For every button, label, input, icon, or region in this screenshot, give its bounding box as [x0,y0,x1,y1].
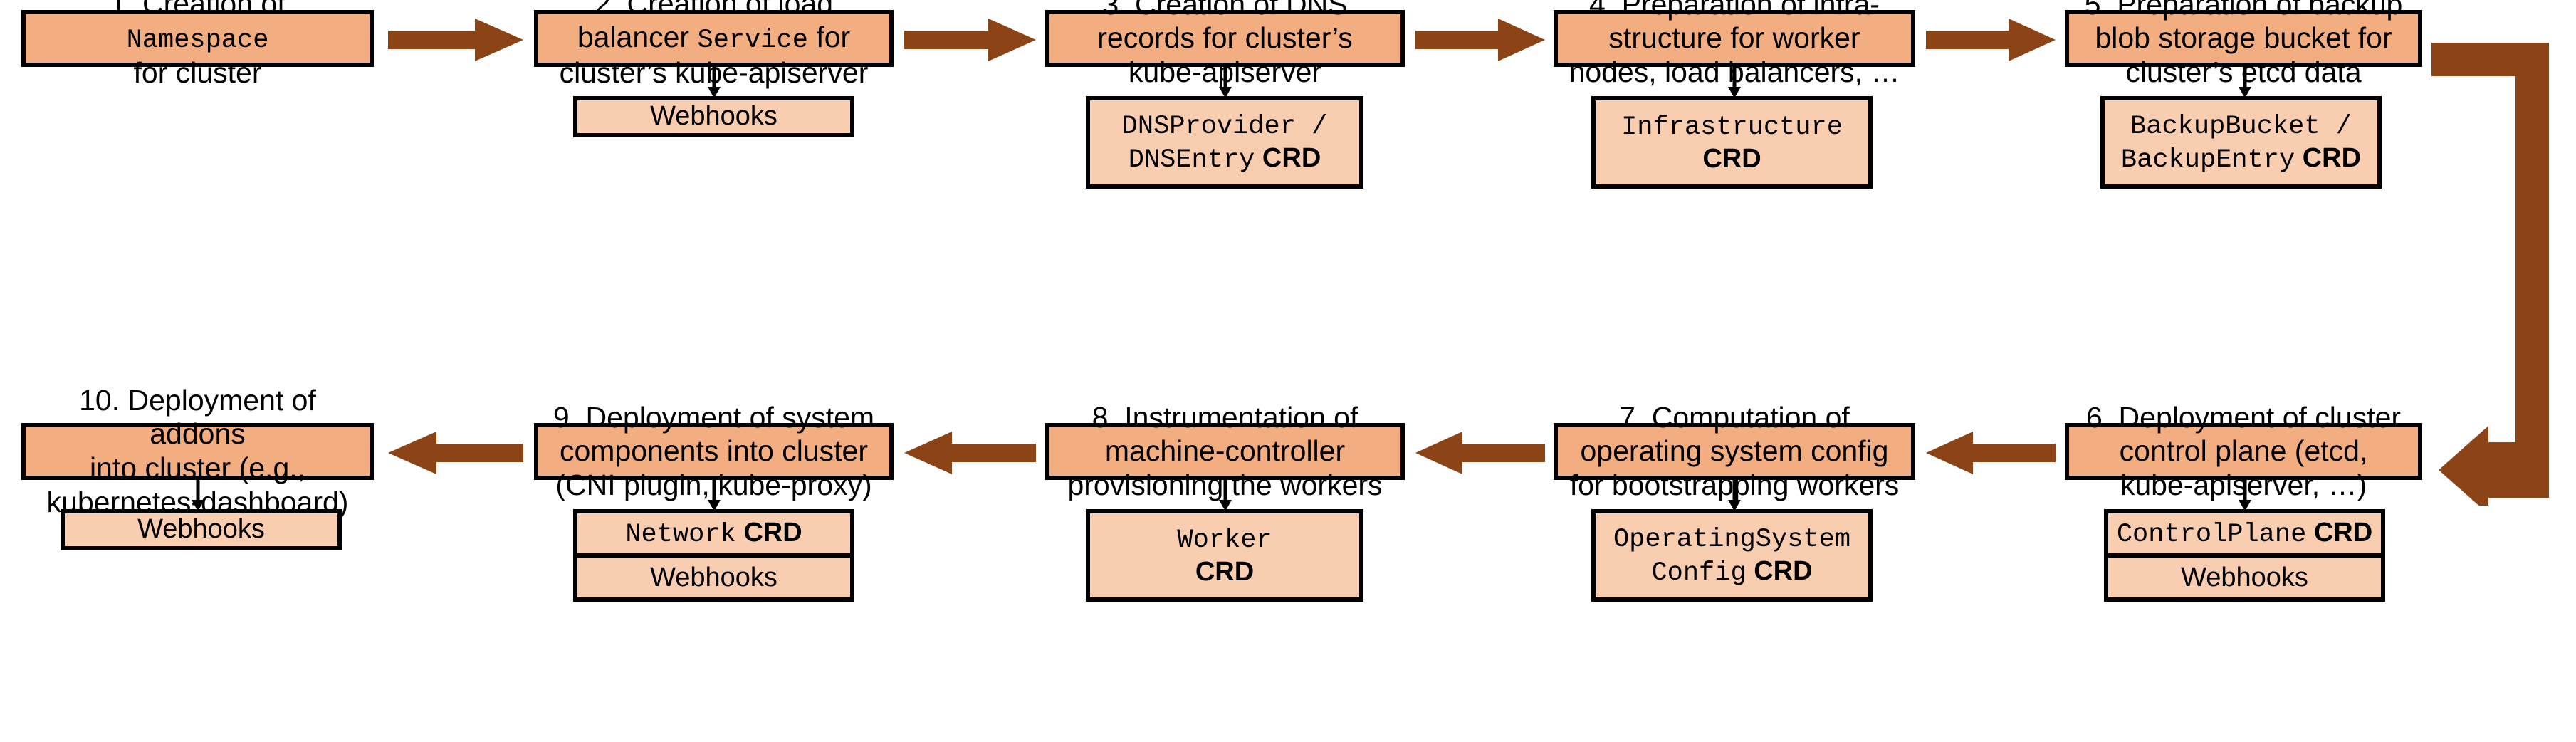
artifact-controlplane-crd-cell: ControlPlane CRD [2108,513,2381,558]
step-1-line-2: Namespace [126,26,269,56]
step-6-line-2: control plane (etcd, [2119,434,2368,468]
artifact-box-controlplane-crd-webhooks[interactable]: ControlPlane CRD Webhooks [2104,509,2385,602]
artifact-controlplane-webhooks-label: Webhooks [2181,562,2308,592]
artifact-infra-line-1: Infrastructure [1621,112,1843,142]
step-7-line-2: operating system config [1580,434,1889,468]
block-arrow-9-to-10 [388,432,523,474]
artifact-dns-line-1: DNSProvider / [1121,111,1328,142]
artifact-dns-crd-label: CRD [1255,143,1321,173]
artifact-box-backup-crd[interactable]: BackupBucket /BackupEntry CRD [2100,96,2382,189]
artifact-network-webhooks-cell: Webhooks [577,558,850,597]
artifact-backup-crd-label: CRD [2295,143,2362,173]
artifact-infra-crd-label: CRD [1702,143,1761,174]
artifact-controlplane-label: ControlPlane [2116,519,2307,550]
step-8-line-1: 8. Instrumentation of [1091,400,1358,434]
connector-step10-to-webhooks [189,479,207,511]
artifact-network-crd-text: Network CRD [625,518,802,550]
step-2-line-2c: for [807,21,851,54]
artifact-network-crd-label: CRD [735,517,802,548]
artifact-osc-line-2a: Config [1651,558,1747,588]
connector-step4-to-infrastructure-crd [1725,66,1744,98]
step-1-line-1: 1. Creation of [110,0,286,20]
step-5-line-2: blob storage bucket for [2095,21,2392,55]
artifact-backup-text: BackupBucket /BackupEntry CRD [2121,109,2361,177]
step-4-line-1: 4. Preparation of infra- [1589,0,1880,21]
block-arrow-4-to-5 [1926,19,2056,61]
connector-step7-to-osc-crd [1725,479,1744,511]
connector-step3-to-dns-crd [1216,66,1235,98]
artifact-webhooks-label: Webhooks [650,101,777,132]
block-arrow-3-to-4 [1415,19,1545,61]
artifact-dns-crd-text: DNSProvider /DNSEntry CRD [1122,109,1328,177]
artifact-controlplane-crd-text: ControlPlane CRD [2117,518,2372,550]
artifact-osc-crd-label: CRD [1746,556,1813,586]
artifact-box-webhooks-step10[interactable]: Webhooks [61,509,342,550]
block-arrow-elbow-5-to-6 [2431,21,2576,514]
step-9-line-1: 9. Deployment of system [553,400,875,434]
step-5-line-1: 5. Preparation of backup [2084,0,2403,21]
artifact-backup-line-2a: BackupEntry [2120,145,2295,175]
step-2-line-2b: Service [697,26,808,56]
artifact-box-webhooks-step2[interactable]: Webhooks [573,96,854,137]
step-1-line-3: for cluster [133,56,262,89]
block-arrow-6-to-7 [1926,432,2056,474]
artifact-worker-crd-label: CRD [1195,556,1255,587]
step-box-4[interactable]: 4. Preparation of infra-structure for wo… [1554,0,1915,88]
artifact-worker-line-1: Worker [1177,525,1272,555]
artifact-webhooks-10-label: Webhooks [137,514,265,545]
step-7-line-1: 7. Computation of [1619,400,1850,434]
artifact-controlplane-webhooks-cell: Webhooks [2108,558,2381,597]
step-2-line-1: 2. Creation of load [594,0,834,20]
connector-step2-to-webhooks [705,66,723,98]
connector-step5-to-backup-crd [2236,66,2254,98]
artifact-network-crd-cell: Network CRD [577,513,850,558]
artifact-backup-line-1: BackupBucket / [2130,111,2352,142]
step-4-line-2: structure for worker [1608,21,1860,55]
step-6-line-1: 6. Deployment of cluster [2085,400,2402,434]
artifact-controlplane-crd-label: CRD [2306,517,2373,548]
block-arrow-1-to-2 [388,19,523,61]
artifact-box-dns-crd[interactable]: DNSProvider /DNSEntry CRD [1086,96,1363,189]
step-4-text: 4. Preparation of infra-structure for wo… [1564,0,1905,89]
block-arrow-8-to-9 [904,432,1036,474]
connector-step9-to-network-crd [705,479,723,511]
step-8-line-2: machine-controller [1104,434,1346,468]
connector-step8-to-worker-crd [1216,479,1235,511]
artifact-network-webhooks-label: Webhooks [650,562,777,592]
artifact-box-network-crd-webhooks[interactable]: Network CRD Webhooks [573,509,854,602]
block-arrow-7-to-8 [1415,432,1545,474]
step-3-line-1: 3. Creation of DNS [1102,0,1348,21]
step-2-line-2a: balancer [577,21,698,54]
artifact-osc-line-1: OperatingSystem [1613,524,1851,555]
artifact-network-label: Network [625,519,736,550]
block-arrow-2-to-3 [904,19,1036,61]
connector-step6-to-controlplane-crd [2236,479,2254,511]
step-9-line-2: components into cluster [559,434,868,468]
artifact-dns-line-2a: DNSEntry [1128,145,1255,175]
step-10-line-1: 10. Deployment of addons [79,383,316,451]
step-3-line-2: records for cluster’s [1097,21,1353,55]
